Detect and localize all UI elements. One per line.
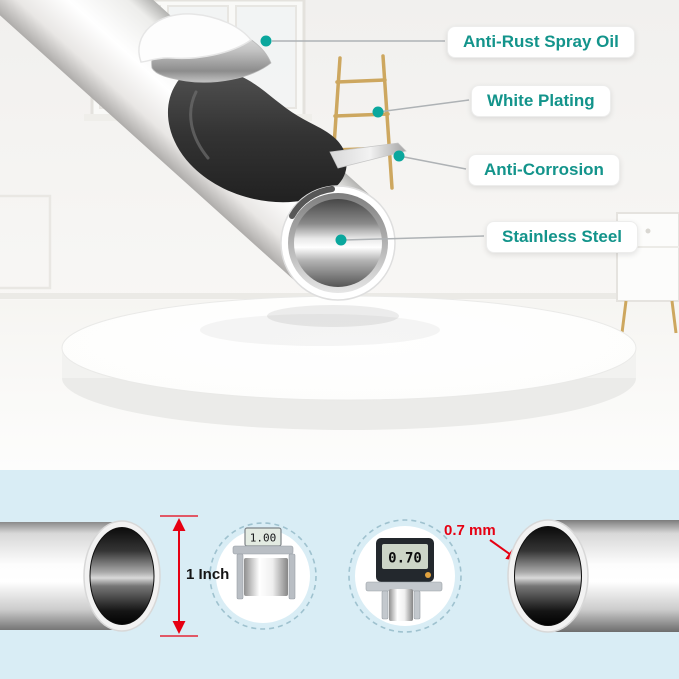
callout-line-white-plating — [377, 99, 470, 113]
callout-dot-anti-rust — [260, 35, 272, 47]
measurement-illustration: 1.00 0.70 — [0, 515, 679, 637]
right-pipe-bore — [514, 526, 582, 626]
caliper-thickness-reading: 0.70 — [388, 551, 422, 567]
display-platform — [61, 295, 637, 430]
callout-dot-stainless-steel — [335, 234, 347, 246]
callout-anti-rust-label: Anti-Rust Spray Oil — [447, 26, 635, 58]
callout-line-anti-corrosion — [398, 155, 467, 170]
wainscot-panel — [0, 194, 52, 290]
callout-stainless-steel-label: Stainless Steel — [486, 221, 639, 253]
caliper-diameter-reading: 1.00 — [250, 532, 277, 545]
callout-text: Anti-Corrosion — [484, 160, 604, 179]
measurement-strip: 1.00 0.70 — [0, 470, 679, 679]
callout-connectors — [260, 35, 485, 246]
digital-caliper-icon: 0.70 — [365, 538, 443, 621]
diameter-label: 1 Inch — [186, 566, 230, 583]
thickness-label: 0.7 mm — [444, 522, 496, 539]
diameter-dimension-arrow — [160, 515, 198, 637]
thickness-caliper-detail: 0.70 — [348, 519, 462, 633]
room-scene: Anti-Rust Spray Oil White Plating Anti-C… — [0, 0, 679, 470]
left-pipe-section — [0, 520, 161, 632]
dashed-ring — [348, 519, 462, 633]
diameter-caliper-detail: 1.00 — [209, 522, 317, 630]
callout-text: Stainless Steel — [502, 227, 623, 246]
layer-white-shell — [138, 13, 253, 63]
layer-dark-coating — [167, 67, 347, 203]
callout-text: Anti-Rust Spray Oil — [463, 32, 619, 51]
callout-white-plating-label: White Plating — [471, 85, 611, 117]
caliper-icon: 1.00 — [232, 527, 296, 600]
left-pipe-bore — [89, 527, 155, 625]
callout-anti-corrosion-label: Anti-Corrosion — [468, 154, 620, 186]
callout-dot-white-plating — [372, 106, 384, 118]
callout-text: White Plating — [487, 91, 595, 110]
layer-anticorrosion-sheet — [329, 142, 407, 169]
right-pipe-section — [507, 519, 679, 633]
layer-dark-streak — [189, 90, 210, 160]
dashed-ring — [209, 522, 317, 630]
callout-line-stainless-steel — [343, 235, 485, 241]
callout-dot-anti-corrosion — [393, 150, 405, 162]
